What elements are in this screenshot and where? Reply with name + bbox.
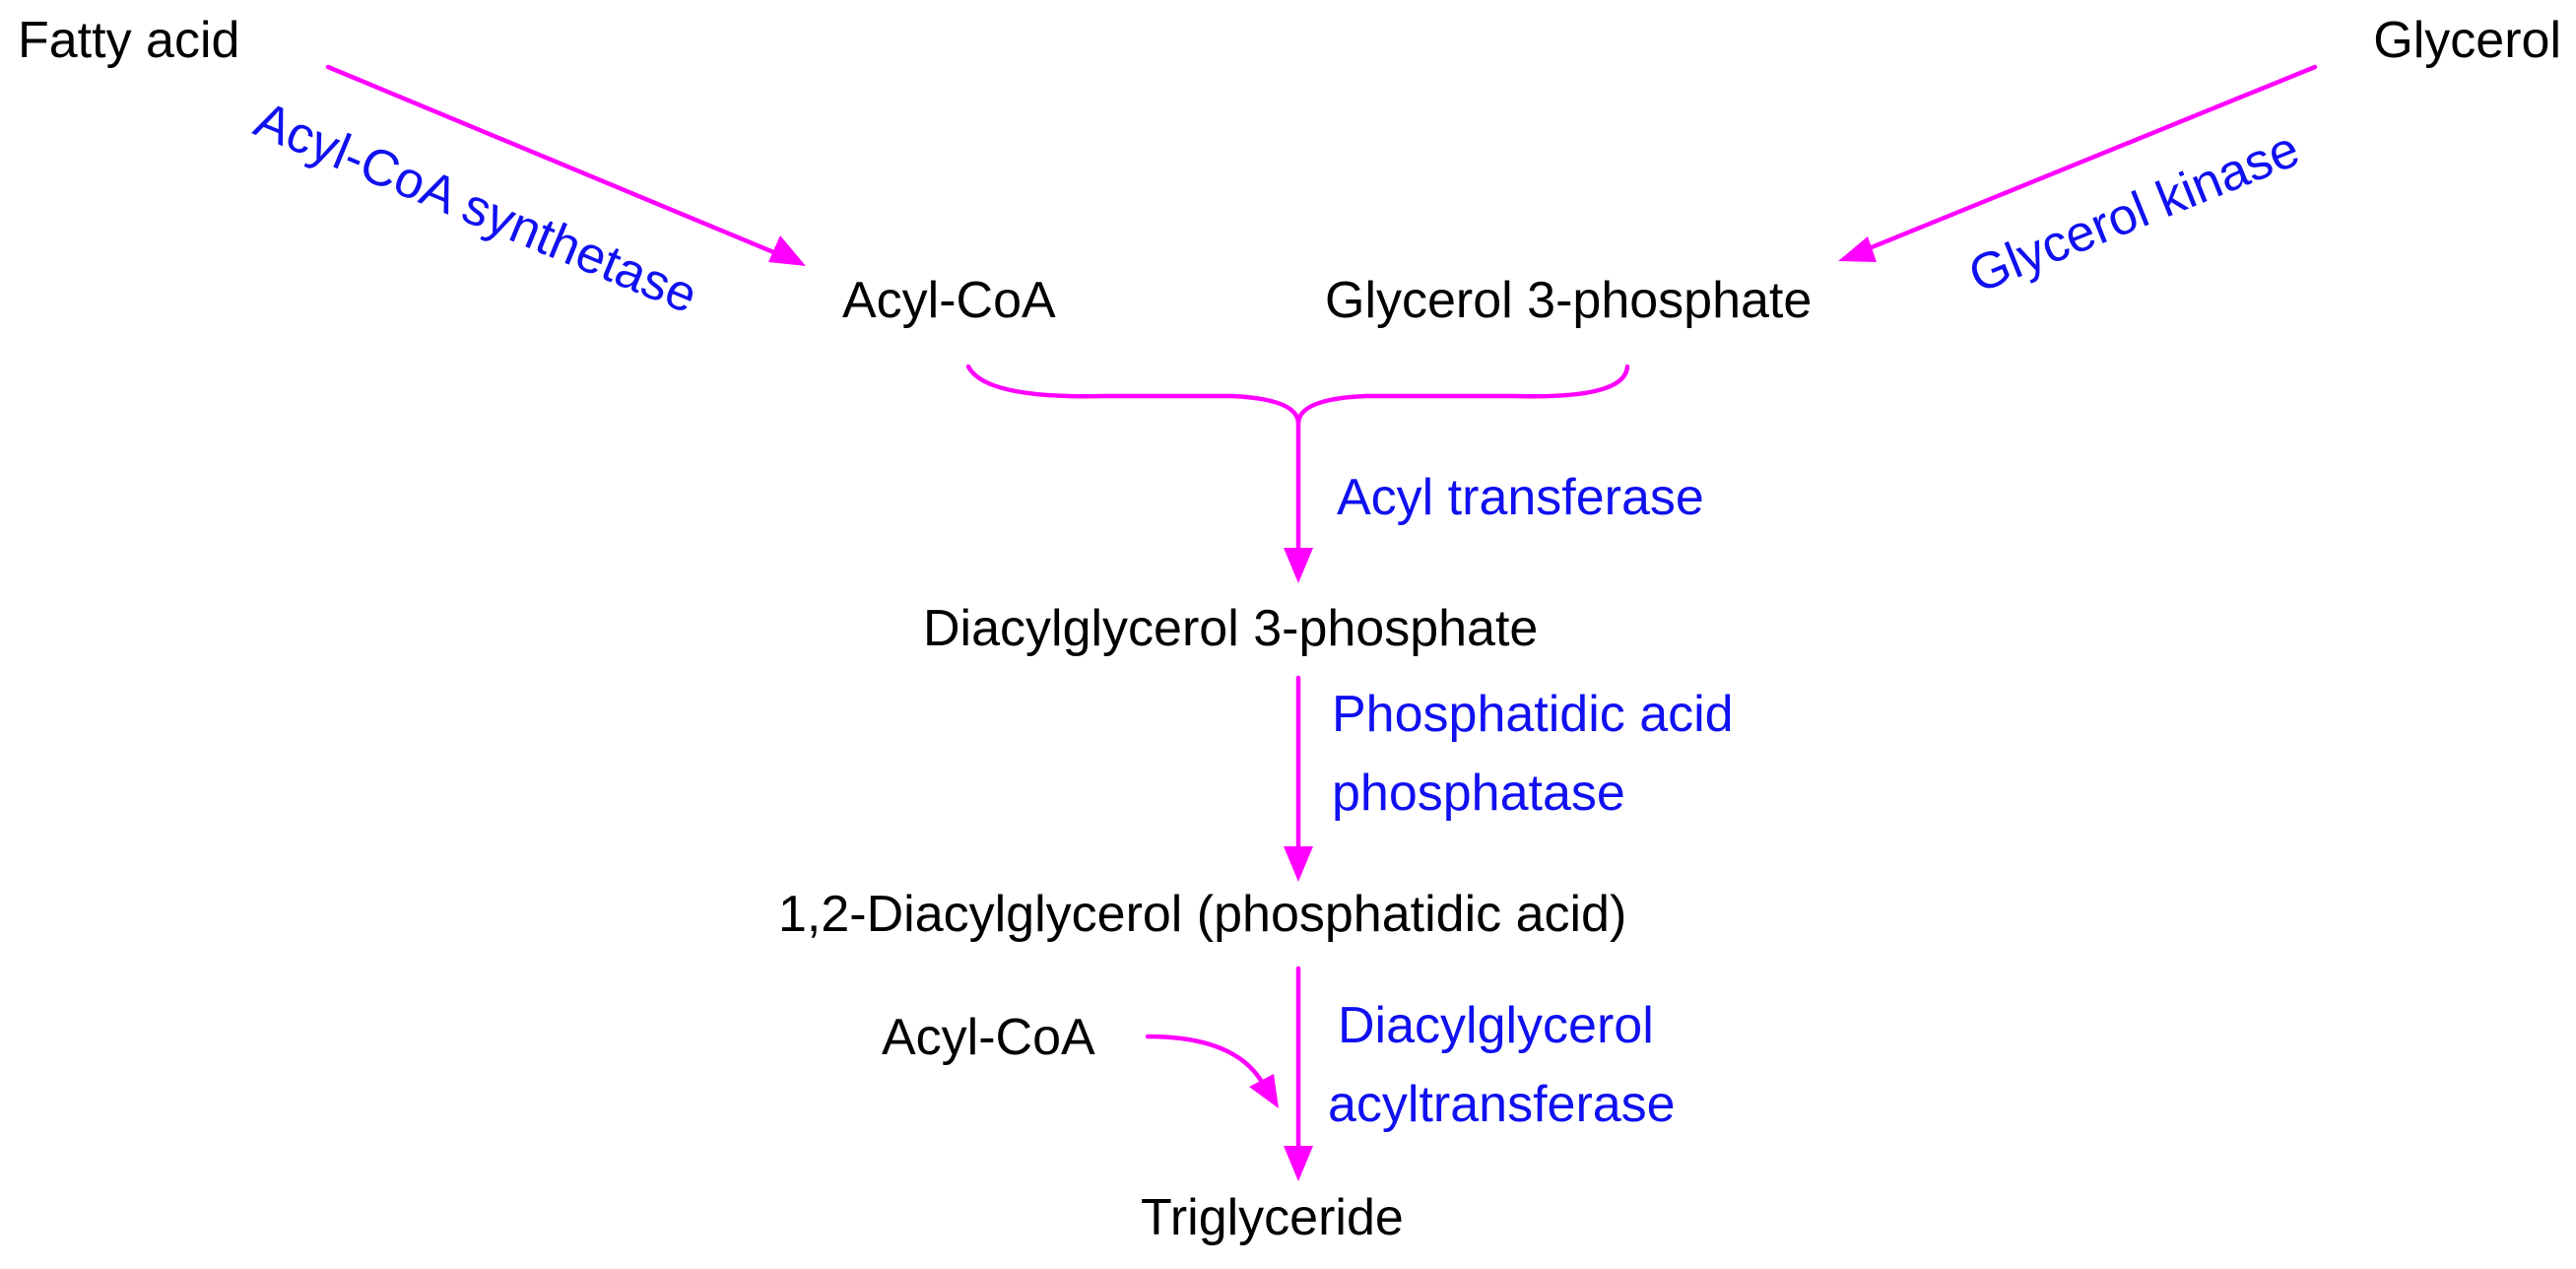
merge-brace-acyl-transferase — [965, 364, 1630, 425]
arrowhead-fatty-acid — [768, 235, 806, 266]
arrowhead-acyl-coa-bottom — [1249, 1074, 1279, 1108]
node-acyl-coa-top: Acyl-CoA — [842, 272, 1056, 329]
arrow-acyl-coa-bottom-input — [1145, 1034, 1266, 1087]
node-12-diacylglycerol: 1,2-Diacylglycerol (phosphatidic acid) — [778, 886, 1626, 943]
metabolites: Fatty acid Glycerol Acyl-CoA Glycerol 3-… — [18, 12, 2561, 1246]
node-glycerol: Glycerol — [2373, 12, 2561, 69]
enzyme-diacylglycerol-acyltransferase-line2: acyltransferase — [1328, 1076, 1676, 1133]
arrowhead-glycerol — [1838, 236, 1877, 262]
node-fatty-acid: Fatty acid — [18, 12, 239, 69]
enzyme-phosphatidic-acid-phosphatase-line1: Phosphatidic acid — [1332, 686, 1734, 743]
arrow-fatty-acid-to-acyl-coa — [325, 64, 786, 259]
node-acyl-coa-bottom: Acyl-CoA — [882, 1009, 1095, 1066]
node-diacylglycerol-3-phosphate: Diacylglycerol 3-phosphate — [923, 600, 1538, 657]
arrows — [325, 64, 2318, 1181]
arrowhead-acyl-transferase — [1284, 548, 1313, 583]
node-glycerol-3-phosphate: Glycerol 3-phosphate — [1325, 272, 1812, 329]
enzyme-glycerol-kinase: Glycerol kinase — [1961, 120, 2307, 304]
arrowhead-acyltransferase — [1284, 1146, 1313, 1181]
enzyme-acyl-transferase: Acyl transferase — [1337, 469, 1704, 526]
arrowhead-phosphatase — [1284, 846, 1313, 882]
enzyme-diacylglycerol-acyltransferase-line1: Diacylglycerol — [1338, 997, 1654, 1054]
enzyme-phosphatidic-acid-phosphatase-line2: phosphatase — [1332, 765, 1625, 822]
arrow-glycerol-to-glycerol-3-phosphate — [1859, 64, 2318, 254]
node-triglyceride: Triglyceride — [1141, 1189, 1404, 1246]
